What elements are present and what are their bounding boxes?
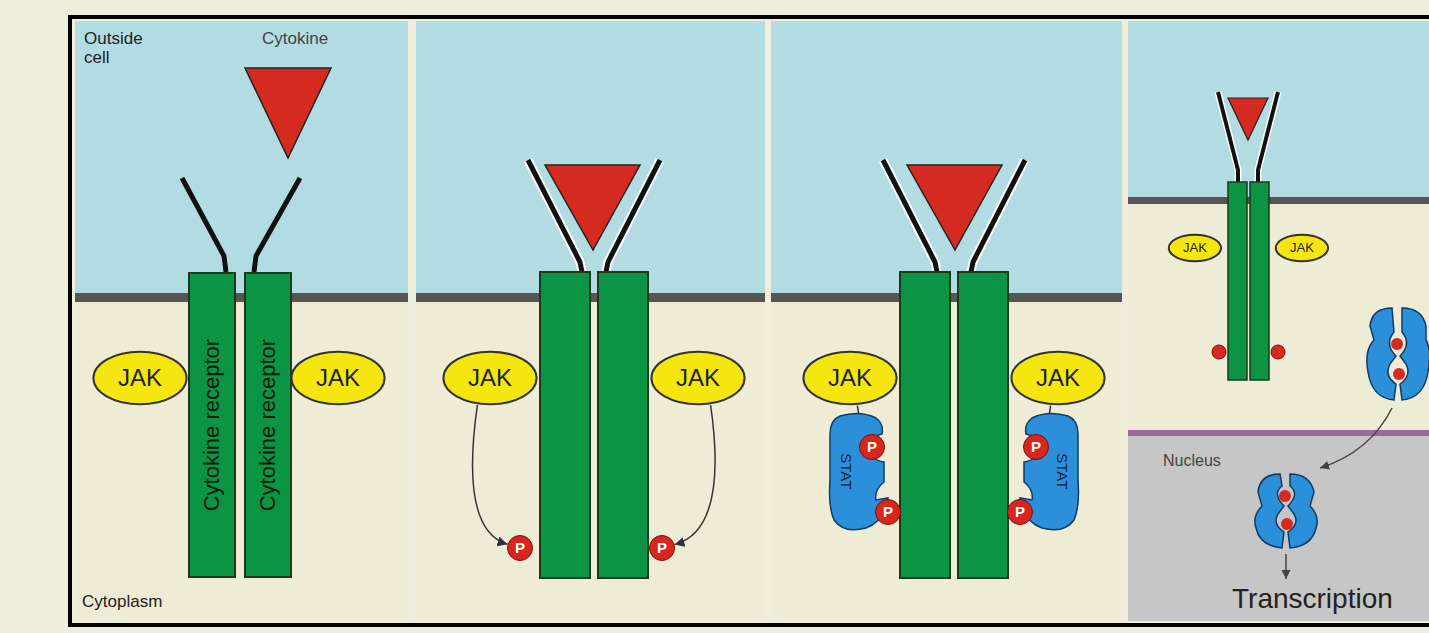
region-label: Transcription [1232, 584, 1393, 615]
jak-label: JAK [468, 365, 512, 391]
label-box: Cytokine [262, 30, 328, 49]
cytokine-receptor: Cytokine receptor [244, 272, 292, 578]
jak-label: JAK [1290, 241, 1314, 255]
jak-label: JAK [676, 365, 720, 391]
phosphate-letter: P [883, 504, 893, 521]
phosphate-letter: P [1031, 439, 1041, 456]
phosphate-group: P [1007, 499, 1033, 525]
label-box: Transcription [1232, 584, 1393, 615]
jak-kinase: JAK [290, 350, 386, 406]
jak-label: JAK [1036, 365, 1080, 391]
jak-label: JAK [316, 365, 360, 391]
phosphate-group: P [859, 434, 885, 460]
jak-kinase: JAK [802, 350, 898, 406]
region-label: Cytoplasm [82, 593, 162, 612]
jak-kinase: JAK [1168, 234, 1222, 262]
phosphate-letter: P [867, 439, 877, 456]
jak-kinase: JAK [92, 350, 188, 406]
phosphate-group: P [875, 499, 901, 525]
jak-label: JAK [828, 365, 872, 391]
phosphate-letter: P [1015, 504, 1025, 521]
phosphate-group: P [1023, 434, 1049, 460]
label-box: Cytoplasm [82, 593, 162, 612]
region-label: Outside cell [84, 30, 156, 67]
phosphate-letter: P [657, 540, 667, 557]
phosphorylation-arrow [675, 405, 716, 545]
phosphate-group: P [507, 535, 533, 561]
receptor-label: Cytokine receptor [200, 339, 224, 511]
jak-label: JAK [1183, 241, 1207, 255]
region-label: Cytokine [262, 30, 328, 49]
receptor-label: Cytokine receptor [256, 339, 280, 511]
stat-label: STAT [1054, 453, 1071, 489]
jak-label: JAK [118, 365, 162, 391]
phosphate-group: P [649, 535, 675, 561]
region-label: Nucleus [1163, 452, 1221, 470]
label-box: Outside cell [84, 30, 156, 67]
label-box: Nucleus [1163, 452, 1221, 470]
jak-kinase: JAK [1275, 234, 1329, 262]
jak-kinase: JAK [1010, 350, 1106, 406]
phosphorylation-arrow [472, 405, 507, 544]
phosphate-letter: P [515, 540, 525, 557]
cytokine-receptor: Cytokine receptor [188, 272, 236, 578]
jak-kinase: JAK [650, 350, 746, 406]
jak-kinase: JAK [442, 350, 538, 406]
stat-label: STAT [838, 453, 855, 489]
